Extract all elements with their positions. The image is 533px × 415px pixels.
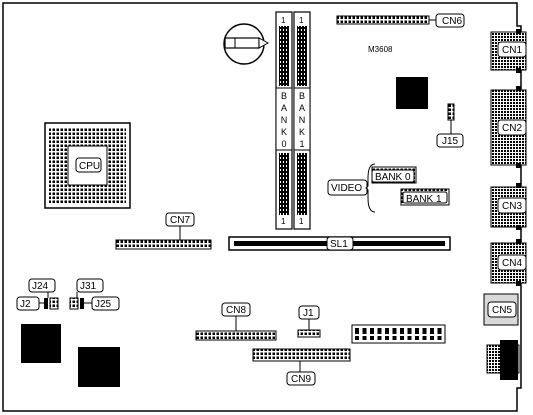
component-pin: [355, 336, 359, 340]
j1-jumper: [297, 329, 321, 338]
simm-bank0-letter: B: [281, 91, 287, 101]
component-pin: [437, 336, 442, 340]
bios-ic: [21, 324, 61, 363]
simm-pin1-bank1-top: 1: [299, 16, 304, 25]
j24-jumper: [49, 297, 59, 310]
component-pin: [392, 328, 397, 334]
board-model: M3608: [368, 45, 393, 54]
simm-bank1-letter: B: [299, 91, 305, 101]
video-bank1-label: BANK 1: [406, 194, 442, 205]
j25-label-box: [91, 296, 120, 311]
simm-bank1-letter: 1: [299, 139, 304, 149]
component-pin: [392, 336, 397, 340]
component-pin: [377, 336, 382, 340]
video-bank1-chip: [400, 188, 450, 206]
component-pin: [407, 336, 412, 340]
cn9-label: CN9: [291, 374, 311, 385]
board-outline: [2, 2, 522, 412]
simm-bank1-letter: K: [299, 127, 305, 137]
cpu-socket: [44, 122, 131, 209]
component-pin: [407, 328, 412, 334]
simm-pin1-bank0-bottom: 1: [281, 217, 286, 226]
cn6-label: CN6: [442, 16, 462, 27]
component-pin: [385, 336, 389, 340]
j25-label: J25: [95, 299, 112, 310]
j15-label-box: [436, 133, 464, 148]
component-pin: [415, 328, 419, 334]
simm-bank0-letter: A: [281, 103, 287, 113]
video-bracket: [365, 163, 376, 213]
component-pin: [415, 336, 419, 340]
component-row: [351, 324, 446, 344]
j31-jumper: [69, 297, 79, 310]
cn2-connector: [490, 86, 527, 168]
j15-label: J15: [442, 136, 459, 147]
cn1-connector: [490, 29, 527, 73]
cn5-label: CN5: [492, 305, 512, 316]
j2-jumper: [44, 298, 48, 309]
cn9-label-box: [286, 371, 316, 386]
cn7-header: [115, 239, 212, 250]
component-pin: [362, 336, 367, 340]
chipset-ic: [396, 77, 428, 109]
sl1-label: SL1: [330, 239, 348, 250]
simm-slot-bank1: [293, 11, 311, 230]
simm-bank0-vertical-label: BANK 0: [281, 91, 288, 149]
cn6-label-box: [435, 13, 465, 28]
component-pin: [437, 328, 442, 334]
battery: [223, 23, 270, 65]
cpu-label: CPU: [79, 161, 100, 172]
j1-label: J1: [303, 308, 314, 319]
component-pin: [377, 328, 382, 334]
j31-label-box: [76, 278, 104, 293]
j15-jumper: [447, 103, 455, 121]
cn9-header: [252, 348, 351, 362]
keyboard-connector: [486, 340, 520, 380]
simm-pin1-bank1-bottom: 1: [299, 217, 304, 226]
sl1-slot: [228, 236, 451, 251]
simm-bank1-letter: N: [299, 115, 306, 125]
cn3-label: CN3: [502, 201, 522, 212]
component-pin: [370, 336, 374, 340]
cn8-header: [195, 330, 277, 341]
cn8-label: CN8: [226, 305, 246, 316]
simm-pin1-bank0-top: 1: [281, 16, 286, 25]
j31-label: J31: [80, 281, 97, 292]
component-pin: [370, 328, 374, 334]
video-bank0-label: BANK 0: [375, 172, 411, 183]
cn1-label: CN1: [502, 45, 522, 56]
component-pin: [362, 328, 367, 334]
simm-bank1-vertical-label: BANK 1: [299, 91, 306, 149]
j24-label-box: [28, 278, 56, 293]
io-controller-ic: [78, 347, 120, 387]
component-pin: [430, 336, 434, 340]
cn5-connector: [483, 293, 519, 326]
cn7-label: CN7: [170, 215, 190, 226]
component-pin: [355, 328, 359, 334]
component-pin: [422, 336, 427, 340]
simm-bank0-letter: K: [281, 127, 287, 137]
cn6-header: [336, 15, 430, 25]
j24-label: J24: [32, 281, 49, 292]
simm-bank1-letter: A: [299, 103, 305, 113]
video-bank0-chip: [371, 166, 417, 184]
component-pin: [430, 328, 434, 334]
j25-jumper: [80, 298, 84, 309]
component-pin: [422, 328, 427, 334]
simm-bank0-letter: 0: [281, 139, 286, 149]
component-pin: [400, 336, 404, 340]
cn4-connector: [490, 239, 527, 286]
cn4-label: CN4: [502, 258, 522, 269]
cn3-connector: [490, 183, 527, 230]
video-label: VIDEO: [331, 183, 362, 194]
j2-label: J2: [20, 299, 31, 310]
cn2-label: CN2: [502, 123, 522, 134]
simm-slot-bank0: [275, 11, 293, 230]
simm-bank0-letter: N: [281, 115, 288, 125]
component-pin: [400, 328, 404, 334]
component-pin: [385, 328, 389, 334]
